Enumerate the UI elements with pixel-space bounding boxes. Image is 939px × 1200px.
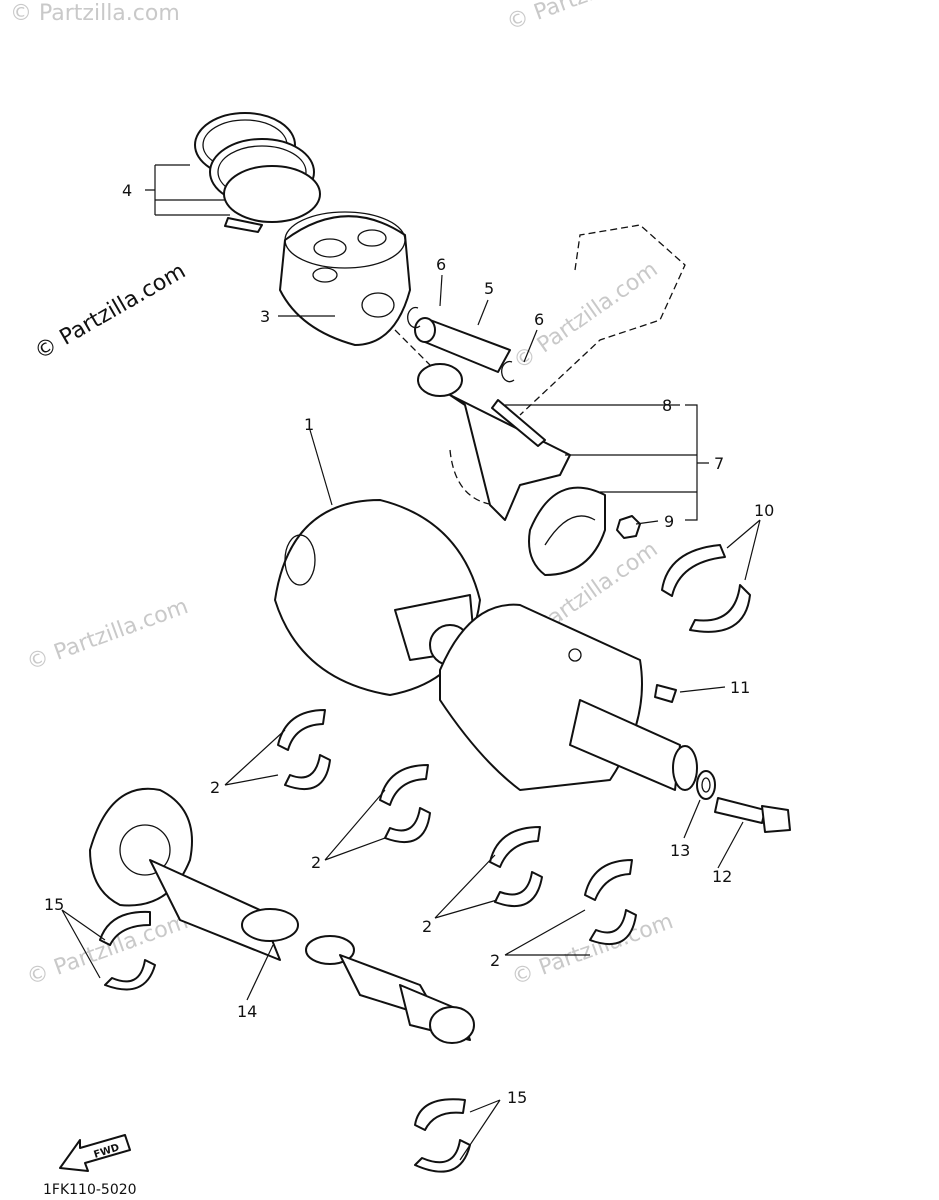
watermark: © Partzilla.com <box>509 257 662 375</box>
woodruff-key-part <box>654 684 677 703</box>
drawing-code: 1FK110-5020 <box>43 1182 137 1198</box>
callout-2-d: 2 <box>490 951 500 970</box>
callout-2-a: 2 <box>210 778 220 797</box>
balancer-shaft-part <box>89 787 475 1044</box>
piston-pin-clips-part <box>407 306 515 383</box>
watermark: © Partzilla.com <box>24 909 192 991</box>
piston-part <box>279 211 411 346</box>
callout-6-right: 6 <box>534 310 544 329</box>
leader-lines <box>61 164 761 1161</box>
piston-rings-part <box>194 112 321 233</box>
callout-12: 12 <box>712 867 732 886</box>
watermark: © Partzilla.com <box>24 594 192 676</box>
callout-7: 7 <box>714 454 724 473</box>
callout-3: 3 <box>260 307 270 326</box>
main-bearings-part <box>277 709 637 945</box>
callout-9: 9 <box>664 512 674 531</box>
callout-2-b: 2 <box>311 853 321 872</box>
crankshaft-part <box>274 499 698 791</box>
callout-13: 13 <box>670 841 690 860</box>
callout-15-b: 15 <box>507 1088 527 1107</box>
callout-15-a: 15 <box>44 895 64 914</box>
watermark: © Partzilla.com <box>10 1 180 26</box>
callout-5: 5 <box>484 279 494 298</box>
watermark-prominent: © Partzilla.com <box>31 259 191 366</box>
callout-4: 4 <box>122 181 132 200</box>
watermark: © Partzilla.com <box>504 0 672 36</box>
callout-11: 11 <box>730 678 750 697</box>
crank-bolt-part <box>714 797 791 833</box>
callout-14: 14 <box>237 1002 257 1021</box>
callout-6-left: 6 <box>436 255 446 274</box>
rod-nut-part <box>616 515 641 539</box>
callout-10: 10 <box>754 501 774 520</box>
forward-arrow-icon: FWD <box>59 1134 131 1172</box>
callout-8: 8 <box>662 396 672 415</box>
balancer-bearings-part <box>99 910 471 1173</box>
callout-2-c: 2 <box>422 917 432 936</box>
watermark: © Partzilla.com <box>509 909 677 991</box>
assembly-guides <box>394 224 686 506</box>
callout-labels: 4 3 6 5 6 1 8 7 9 10 11 13 12 2 2 2 2 15… <box>44 181 774 1107</box>
callout-1: 1 <box>304 415 314 434</box>
piston-pin-part <box>414 317 511 373</box>
big-end-bearings-part <box>661 544 751 633</box>
washer-part <box>696 770 716 800</box>
connecting-rod-part <box>417 363 606 576</box>
